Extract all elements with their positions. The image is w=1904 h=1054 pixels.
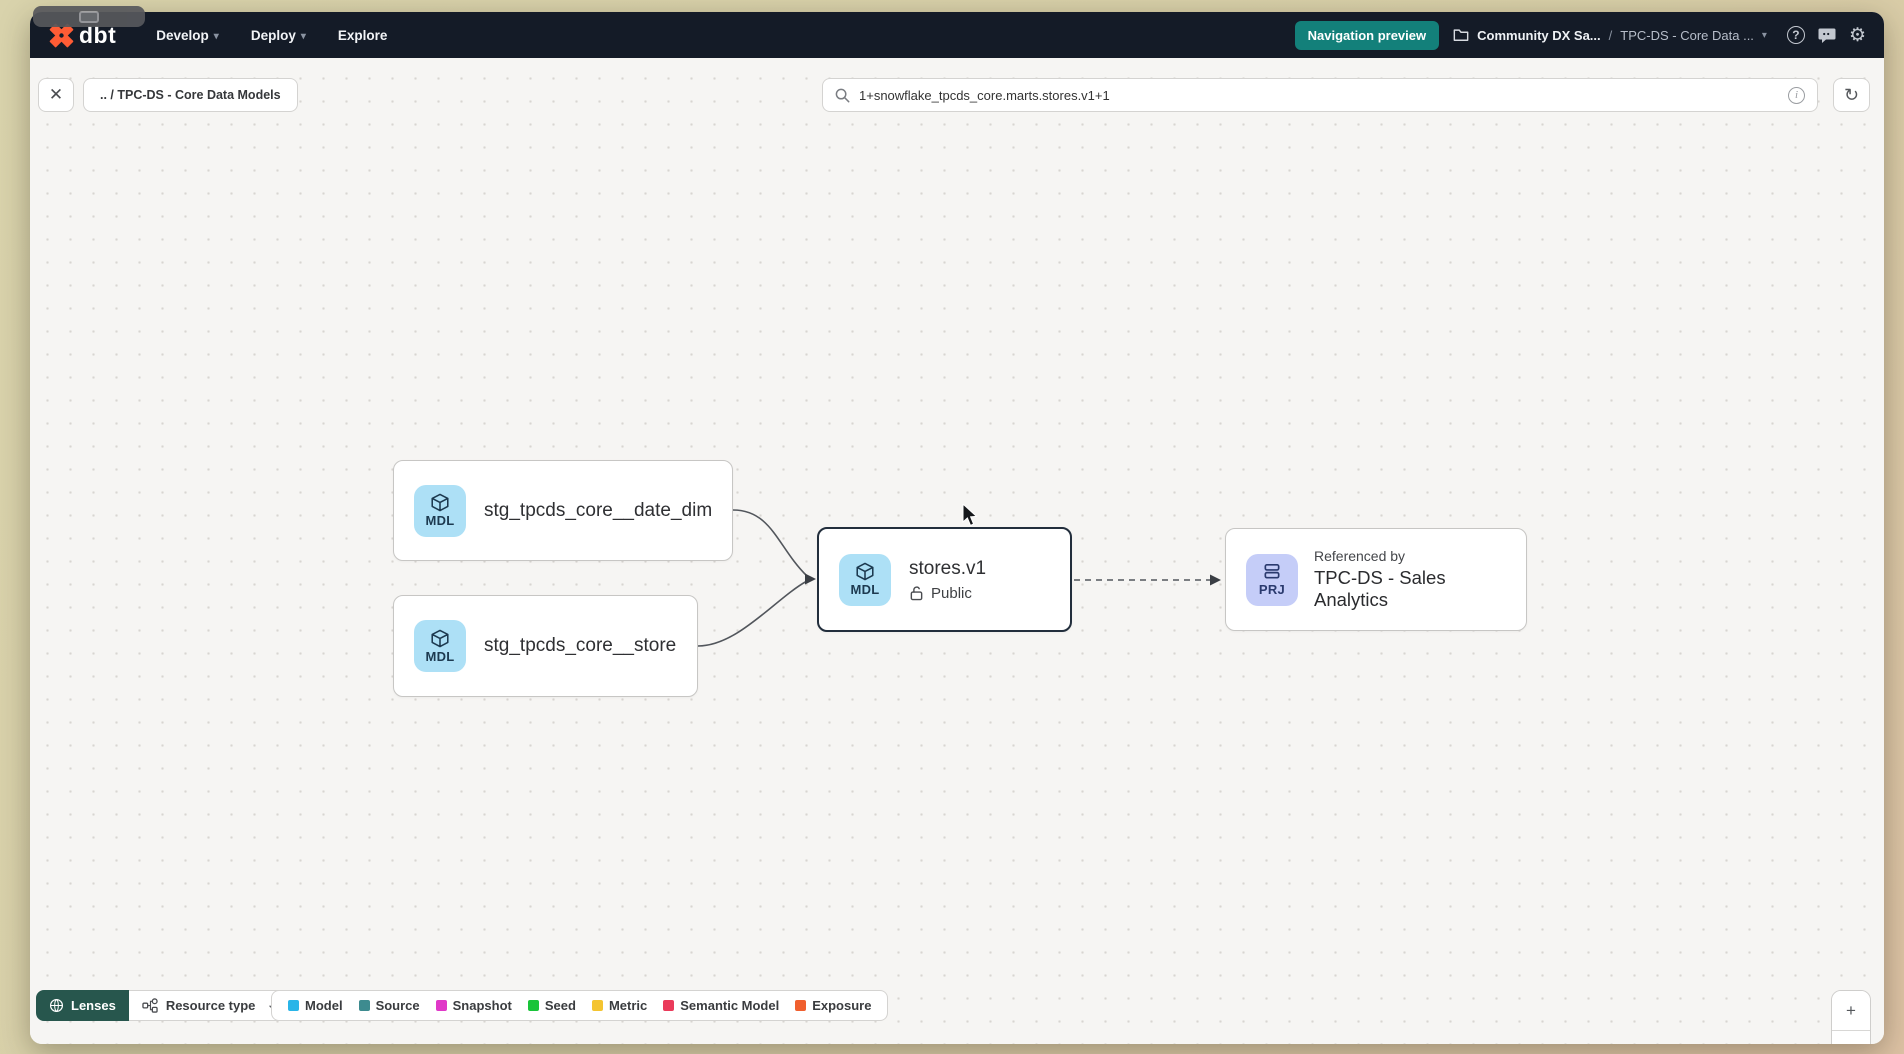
node-text-column: stores.v1 Public xyxy=(909,558,986,602)
menu-explore[interactable]: Explore xyxy=(326,20,400,51)
menu-deploy-label: Deploy xyxy=(250,27,296,43)
arrowhead xyxy=(1210,574,1221,586)
node-text-column: Referenced by TPC-DS - Sales Analytics xyxy=(1314,548,1506,611)
legend-label: Source xyxy=(375,998,420,1013)
resource-type-dropdown[interactable]: Resource type ⌄ xyxy=(128,990,290,1021)
badge-label: MDL xyxy=(425,513,455,528)
unlock-icon xyxy=(910,586,923,601)
legend-label: Semantic Model xyxy=(680,998,780,1013)
project-badge: PRJ xyxy=(1246,553,1298,606)
model-badge: MDL xyxy=(414,620,466,672)
legend-swatch xyxy=(358,1000,370,1011)
cube-icon xyxy=(856,562,874,581)
node-label: stg_tpcds_core__store xyxy=(484,635,677,656)
breadcrumb-separator: / xyxy=(1608,27,1613,43)
screen-icon xyxy=(79,10,99,23)
legend-item: Metric xyxy=(591,998,648,1013)
legend-item: Source xyxy=(358,998,420,1013)
edge-store-to-stores xyxy=(697,580,808,647)
node-referenced-project[interactable]: PRJ Referenced by TPC-DS - Sales Analyti… xyxy=(1225,528,1527,631)
navbar-right: Navigation preview Community DX Sa... / … xyxy=(1294,20,1866,50)
zoom-out-button[interactable]: − xyxy=(1832,1031,1870,1044)
legend-item: Model xyxy=(288,998,343,1013)
mouse-cursor xyxy=(962,504,978,527)
legend-label: Seed xyxy=(544,998,576,1013)
node-stg-tpcds-core-date-dim[interactable]: MDL stg_tpcds_core__date_dim xyxy=(393,460,733,561)
menu-develop-label: Develop xyxy=(156,27,209,43)
chat-bubble-icon xyxy=(1818,28,1836,43)
zoom-in-button[interactable]: + xyxy=(1832,991,1870,1031)
edge-date-dim-to-stores xyxy=(732,509,808,577)
badge-label: MDL xyxy=(850,582,880,597)
lineage-breadcrumb-chip[interactable]: .. / TPC-DS - Core Data Models xyxy=(83,78,298,112)
access-label: Public xyxy=(931,584,972,602)
app-window: dbt Develop ▾ Deploy ▾ Explore Navigatio… xyxy=(30,12,1884,1044)
legend-label: Metric xyxy=(608,998,648,1013)
close-button[interactable]: ✕ xyxy=(38,78,74,112)
model-badge: MDL xyxy=(839,553,891,606)
badge-label: MDL xyxy=(425,648,455,664)
dbt-logo-icon xyxy=(49,23,74,47)
legend-label: Exposure xyxy=(812,998,872,1013)
legend-item: Semantic Model xyxy=(663,998,779,1013)
view-controls: Lenses Resource type ⌄ xyxy=(36,990,290,1021)
node-stg-tpcds-core-store[interactable]: MDL stg_tpcds_core__store xyxy=(393,595,698,697)
lineage-selector-input[interactable] xyxy=(859,87,1779,103)
legend-swatch xyxy=(288,1000,299,1011)
lenses-label: Lenses xyxy=(71,998,116,1013)
navbar-icons: ? ⚙ xyxy=(1786,24,1866,46)
legend-item: Snapshot xyxy=(435,998,512,1013)
menu-develop[interactable]: Develop ▾ xyxy=(144,20,231,51)
chevron-down-icon: ▾ xyxy=(213,30,219,42)
legend-swatch xyxy=(591,1000,603,1011)
lineage-search-bar: i xyxy=(822,78,1818,112)
badge-label: PRJ xyxy=(1258,582,1286,597)
breadcrumb-account[interactable]: Community DX Sa... xyxy=(1477,27,1601,43)
cube-icon xyxy=(431,629,449,647)
referenced-by-title: Referenced by xyxy=(1314,548,1406,564)
help-icon[interactable]: ? xyxy=(1786,26,1805,44)
lineage-canvas[interactable]: ✕ .. / TPC-DS - Core Data Models i ↻ xyxy=(30,58,1884,1044)
breadcrumb: Community DX Sa... / TPC-DS - Core Data … xyxy=(1453,28,1767,43)
legend-swatch xyxy=(527,1000,539,1011)
folder-icon xyxy=(1453,29,1469,41)
settings-gear-icon[interactable]: ⚙ xyxy=(1848,24,1866,46)
resource-type-label: Resource type xyxy=(165,998,256,1013)
arrowhead xyxy=(805,573,816,585)
refresh-button[interactable]: ↻ xyxy=(1833,78,1870,112)
node-label: stg_tpcds_core__date_dim xyxy=(484,499,713,521)
recording-artifact-pill xyxy=(33,6,145,27)
legend-swatch xyxy=(795,1000,807,1011)
legend-item: Exposure xyxy=(795,998,871,1013)
top-navbar: dbt Develop ▾ Deploy ▾ Explore Navigatio… xyxy=(30,12,1884,58)
breadcrumb-project[interactable]: TPC-DS - Core Data ... xyxy=(1620,27,1754,43)
chevron-down-icon: ▾ xyxy=(300,30,306,42)
legend-swatch xyxy=(663,1000,675,1011)
lenses-button[interactable]: Lenses xyxy=(36,990,129,1021)
stacked-trays-icon xyxy=(1264,564,1280,579)
resource-graph-icon xyxy=(142,998,158,1013)
chevron-down-icon[interactable]: ▾ xyxy=(1761,29,1767,41)
access-row: Public xyxy=(909,585,986,602)
model-badge: MDL xyxy=(414,484,466,537)
legend-label: Model xyxy=(305,998,343,1013)
search-icon xyxy=(835,88,850,102)
navigation-preview-badge[interactable]: Navigation preview xyxy=(1294,20,1440,50)
legend: Model Source Snapshot Seed Metric Semantic Mo… xyxy=(271,990,889,1021)
lens-globe-icon xyxy=(49,998,64,1013)
menu-deploy[interactable]: Deploy ▾ xyxy=(239,20,318,51)
legend-item: Seed xyxy=(527,998,576,1013)
feedback-chat-icon[interactable] xyxy=(1818,27,1836,44)
cube-icon xyxy=(431,493,449,512)
legend-label: Snapshot xyxy=(452,998,512,1013)
info-icon[interactable]: i xyxy=(1788,86,1805,104)
node-stores-v1[interactable]: MDL stores.v1 Public xyxy=(817,527,1072,632)
main-menu: Develop ▾ Deploy ▾ Explore xyxy=(144,20,399,51)
node-label: stores.v1 xyxy=(909,557,987,579)
menu-explore-label: Explore xyxy=(337,27,388,43)
legend-swatch xyxy=(435,1000,447,1011)
zoom-controls: + − xyxy=(1831,990,1871,1044)
node-label: TPC-DS - Sales Analytics xyxy=(1314,567,1446,610)
